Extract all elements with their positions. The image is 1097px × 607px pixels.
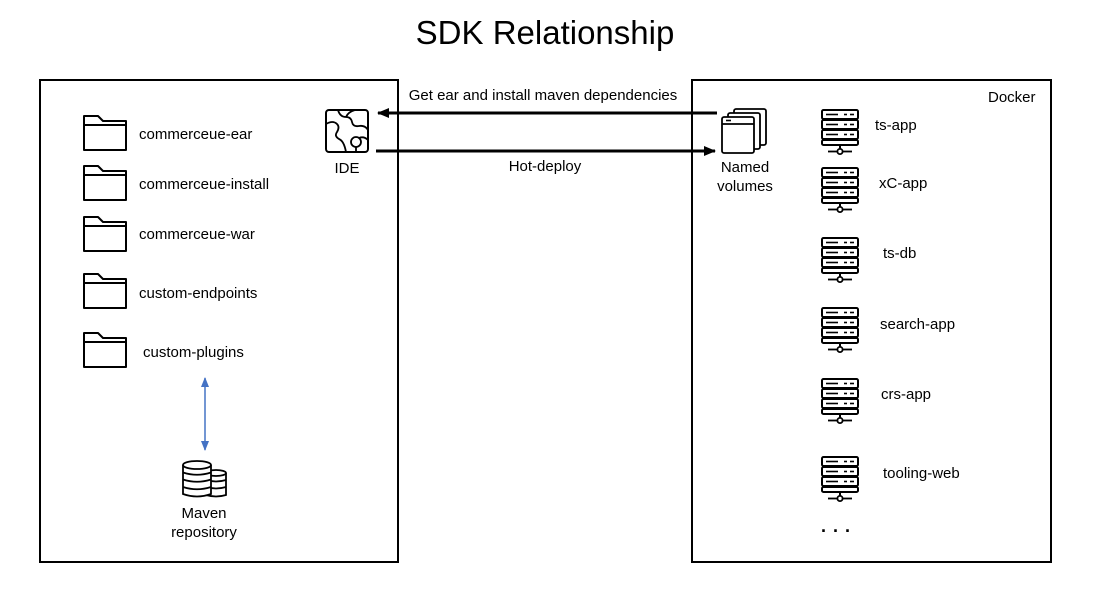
docker-title: Docker: [988, 89, 1036, 106]
server-label: search-app: [880, 316, 956, 333]
server-icon: [820, 306, 860, 354]
server-label: ts-app: [875, 117, 917, 134]
ide-map-icon: [325, 109, 369, 153]
named-volumes-label-line2: volumes: [717, 178, 773, 195]
get-ear-arrow-label: Get ear and install maven dependencies: [408, 87, 678, 104]
server-label: xC-app: [879, 175, 928, 192]
ide-label: IDE: [334, 160, 360, 177]
named-volumes-label-line1: Named: [720, 159, 770, 176]
window-stack-icon: [721, 108, 767, 154]
folder-label: commerceue-ear: [139, 126, 253, 143]
more-services-ellipsis: . . .: [821, 516, 852, 536]
folder-label: commerceue-war: [139, 226, 255, 243]
database-icon: [182, 460, 227, 498]
server-icon: [820, 108, 860, 156]
server-label: tooling-web: [883, 465, 960, 482]
folder-label: custom-endpoints: [139, 285, 258, 302]
hot-deploy-arrow-label: Hot-deploy: [508, 158, 582, 175]
maven-label-line2: repository: [171, 524, 237, 541]
server-label: ts-db: [883, 245, 917, 262]
server-icon: [820, 236, 860, 284]
server-icon: [820, 377, 860, 425]
folder-label: commerceue-install: [139, 176, 270, 193]
folder-label: custom-plugins: [143, 344, 244, 361]
server-icon: [820, 166, 860, 214]
docker-panel: [691, 79, 1052, 563]
server-icon: [820, 455, 860, 503]
diagram-title: SDK Relationship: [415, 14, 675, 51]
maven-label-line1: Maven: [181, 505, 227, 522]
server-label: crs-app: [881, 386, 932, 403]
local-environment-panel: [39, 79, 399, 563]
